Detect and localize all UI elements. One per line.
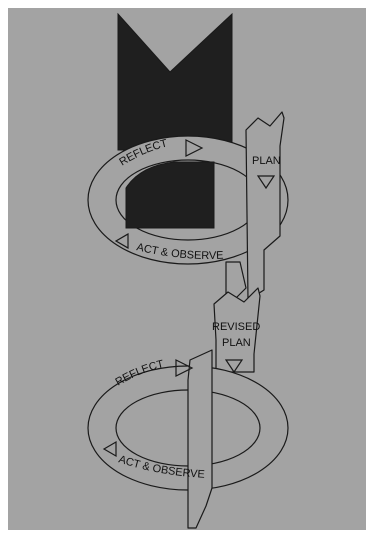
- top-dark-chevron: [117, 12, 233, 151]
- revised-plan-label-line2: PLAN: [222, 337, 251, 349]
- revised-plan-triangle-icon: [224, 359, 244, 374]
- cycle1-plan-triangle-icon: [256, 175, 276, 190]
- cycle2-reflect-triangle-icon: [175, 359, 194, 377]
- cycle1-plan-label: PLAN: [252, 155, 281, 167]
- revised-plan-label-line1: REVISED: [212, 321, 260, 333]
- cycle2-act-triangle-icon: [102, 440, 117, 458]
- connector-1: [225, 261, 247, 301]
- cycle2-strip: [187, 349, 213, 529]
- cycle1-act-triangle-icon: [114, 232, 129, 250]
- cycle1-reflect-triangle-icon: [185, 139, 204, 157]
- revised-plan-strip: [213, 287, 261, 373]
- cycle1-dark-core: [125, 161, 215, 229]
